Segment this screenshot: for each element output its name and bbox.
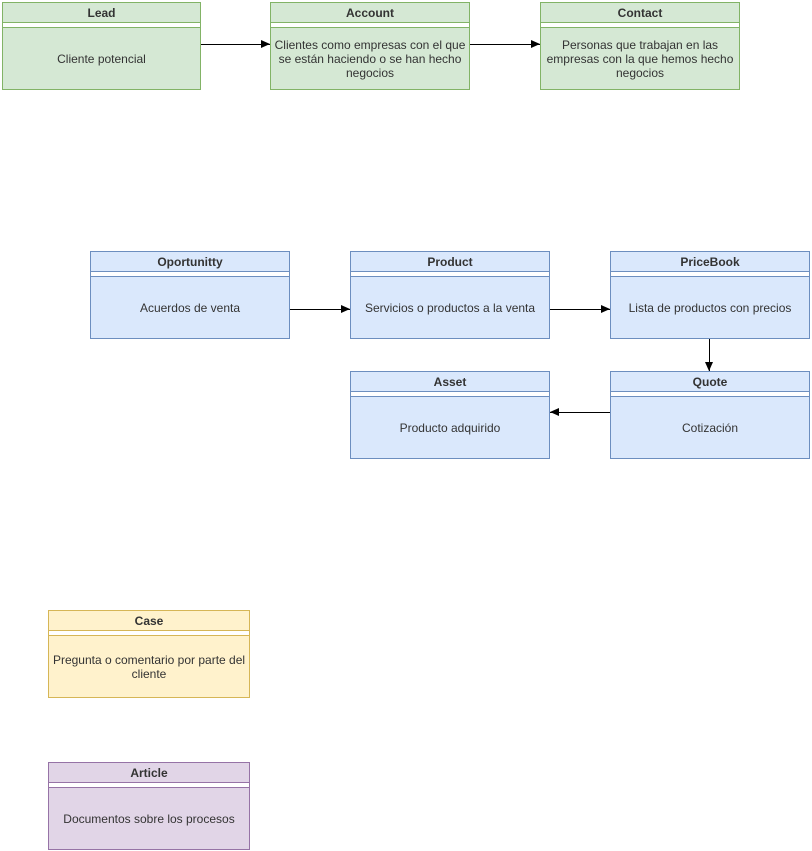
node-title: Account [271, 3, 469, 23]
edge-account-contact-arrow [470, 40, 540, 48]
node-case: Case Pregunta o comentario por parte del… [48, 610, 250, 698]
node-title: Article [49, 763, 249, 783]
node-asset: Asset Producto adquirido [350, 371, 550, 459]
edge-lead-account-arrow [201, 40, 270, 48]
node-title: Lead [3, 3, 200, 23]
node-lead: Lead Cliente potencial [2, 2, 201, 90]
node-separator [611, 392, 809, 397]
node-separator [49, 631, 249, 636]
node-title: Product [351, 252, 549, 272]
node-title: Quote [611, 372, 809, 392]
node-opportunity: Oportunitty Acuerdos de venta [90, 251, 290, 339]
node-description: Cotización [681, 420, 739, 435]
node-description: Personas que trabajan en las empresas co… [546, 37, 734, 80]
node-article: Article Documentos sobre los procesos [48, 762, 250, 850]
edge-opportunity-product-arrow [290, 305, 350, 313]
edge-product-pricebook-arrow [550, 305, 610, 313]
node-product: Product Servicios o productos a la venta [350, 251, 550, 339]
node-separator [3, 23, 200, 28]
node-title: PriceBook [611, 252, 809, 272]
node-description: Cliente potencial [57, 51, 146, 66]
node-title: Case [49, 611, 249, 631]
node-pricebook: PriceBook Lista de productos con precios [610, 251, 810, 339]
node-description: Producto adquirido [399, 420, 501, 435]
node-separator [351, 392, 549, 397]
node-description: Servicios o productos a la venta [364, 300, 536, 315]
node-description: Pregunta o comentario por parte del clie… [52, 652, 246, 681]
node-quote: Quote Cotización [610, 371, 810, 459]
node-title: Asset [351, 372, 549, 392]
node-description: Documentos sobre los procesos [63, 811, 235, 826]
node-title: Contact [541, 3, 739, 23]
node-description: Acuerdos de venta [139, 300, 241, 315]
node-separator [611, 272, 809, 277]
node-title: Oportunitty [91, 252, 289, 272]
node-description: Clientes como empresas con el que se est… [274, 37, 466, 80]
node-separator [271, 23, 469, 28]
node-separator [91, 272, 289, 277]
node-description: Lista de productos con precios [628, 300, 792, 315]
node-account: Account Clientes como empresas con el qu… [270, 2, 470, 90]
edge-pricebook-quote-arrow [705, 339, 713, 371]
edge-quote-asset-arrow [550, 408, 610, 416]
node-separator [49, 783, 249, 788]
node-contact: Contact Personas que trabajan en las emp… [540, 2, 740, 90]
node-separator [351, 272, 549, 277]
node-separator [541, 23, 739, 28]
